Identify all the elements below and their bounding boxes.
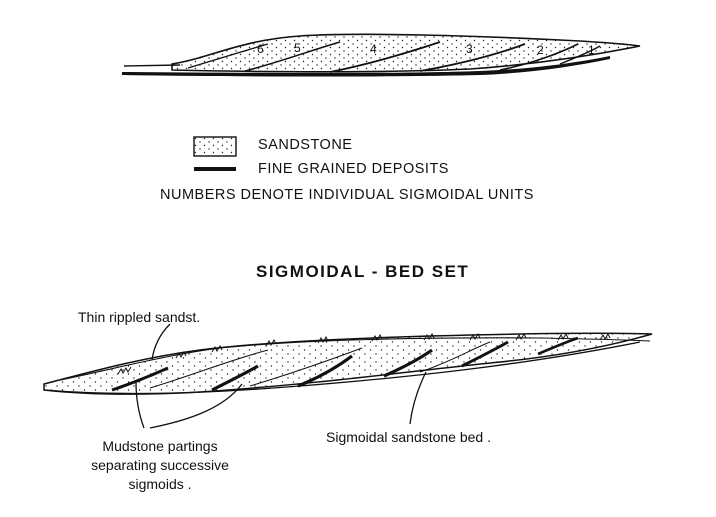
unit-number-2: 2	[537, 43, 544, 57]
unit-number-6: 6	[257, 42, 264, 56]
label-mudstone-line-3: sigmoids .	[60, 475, 260, 494]
top-base-thin-line	[124, 65, 180, 66]
label-sigmoidal-sandstone-bed: Sigmoidal sandstone bed .	[326, 429, 491, 445]
unit-number-4: 4	[370, 42, 377, 56]
legend-fine-grained-label: FINE GRAINED DEPOSITS	[258, 161, 449, 177]
legend-sandstone-label: SANDSTONE	[258, 137, 352, 153]
unit-number-3: 3	[466, 42, 473, 56]
bottom-sigmoid-diagram	[44, 324, 652, 428]
label-thin-rippled-sandstone: Thin rippled sandst.	[78, 309, 200, 325]
label-mudstone-line-2: separating successive	[60, 456, 260, 475]
legend-symbols	[194, 137, 236, 171]
bottom-diagram-title: SIGMOIDAL - BED SET	[256, 262, 469, 282]
label-mudstone-partings: Mudstone partings separating successive …	[60, 437, 260, 494]
legend-fine-grained-swatch	[194, 167, 236, 171]
top-sigmoid-diagram: 6 5 4 3 2 1	[122, 34, 640, 76]
leader-sigmoidal	[410, 372, 426, 424]
legend-sandstone-swatch	[194, 137, 236, 156]
unit-number-5: 5	[294, 41, 301, 55]
unit-number-1: 1	[588, 43, 595, 57]
legend-numbers-note: NUMBERS DENOTE INDIVIDUAL SIGMOIDAL UNIT…	[160, 187, 534, 203]
label-mudstone-line-1: Mudstone partings	[60, 437, 260, 456]
